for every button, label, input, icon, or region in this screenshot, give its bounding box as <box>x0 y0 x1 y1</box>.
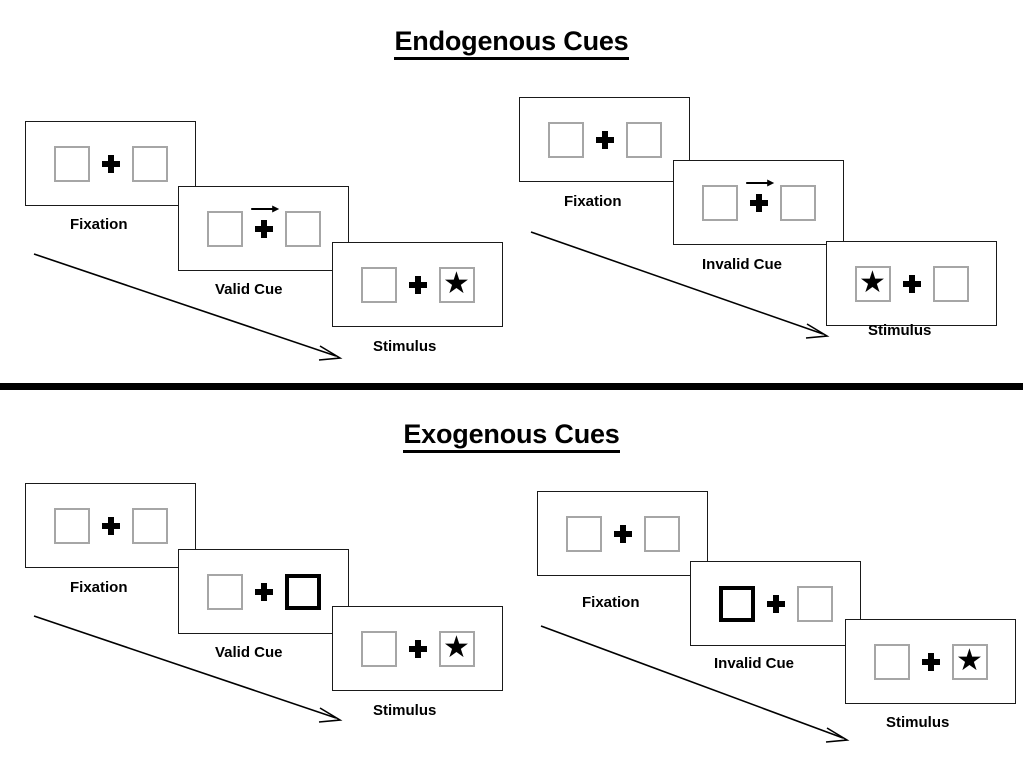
frame-endogenous-invalid-cue <box>673 160 844 245</box>
cross-icon <box>101 516 120 535</box>
right-placeholder-box: ★ <box>438 630 475 667</box>
frame-exogenous-valid-cue <box>178 549 349 634</box>
left-placeholder-box-cued <box>718 585 755 622</box>
right-arrow-icon <box>250 205 279 212</box>
cross-icon <box>902 274 921 293</box>
fixation-cross <box>90 154 132 173</box>
left-placeholder-box <box>360 630 397 667</box>
left-placeholder-box <box>547 121 584 158</box>
caption-exogenous-valid-cue: Valid Cue <box>215 644 283 661</box>
caption-exogenous-valid-stimulus: Stimulus <box>373 702 437 719</box>
right-placeholder-box <box>932 265 969 302</box>
right-placeholder-box <box>284 210 321 247</box>
fixation-cross <box>397 275 439 294</box>
cross-icon <box>408 275 427 294</box>
section-divider <box>0 383 1023 390</box>
frame-content: ★ <box>846 620 1015 703</box>
frame-content <box>26 122 195 205</box>
caption-endogenous-valid-cue: Valid Cue <box>215 281 283 298</box>
frame-exogenous-invalid-cue <box>690 561 861 646</box>
right-placeholder-box <box>796 585 833 622</box>
right-placeholder-box: ★ <box>951 643 988 680</box>
cross-icon <box>254 582 273 601</box>
frame-content <box>538 492 707 575</box>
frame-exogenous-valid-stimulus: ★ <box>332 606 503 691</box>
frame-content <box>26 484 195 567</box>
right-placeholder-box <box>625 121 662 158</box>
right-placeholder-box <box>131 145 168 182</box>
star-icon: ★ <box>859 265 886 299</box>
left-placeholder-box <box>565 515 602 552</box>
right-placeholder-box: ★ <box>438 266 475 303</box>
frame-endogenous-valid-stimulus: ★ <box>332 242 503 327</box>
left-placeholder-box <box>53 507 90 544</box>
star-icon: ★ <box>443 266 470 300</box>
caption-endogenous-valid-stimulus: Stimulus <box>373 338 437 355</box>
timeline-arrow-endogenous-valid <box>33 253 343 361</box>
caption-endogenous-invalid-fixation: Fixation <box>564 193 622 210</box>
left-placeholder-box <box>53 145 90 182</box>
frame-content <box>179 550 348 633</box>
cross-icon <box>749 193 768 212</box>
frame-content <box>520 98 689 181</box>
frame-endogenous-invalid-fixation <box>519 97 690 182</box>
frame-endogenous-invalid-stimulus: ★ <box>826 241 997 326</box>
fixation-cross <box>243 582 285 601</box>
cross-icon <box>613 524 632 543</box>
caption-endogenous-invalid-cue: Invalid Cue <box>702 256 783 273</box>
caption-endogenous-valid-fixation: Fixation <box>70 216 128 233</box>
fixation-cross-with-cue <box>243 205 285 238</box>
star-icon: ★ <box>443 630 470 664</box>
frame-exogenous-valid-fixation <box>25 483 196 568</box>
frame-content <box>674 161 843 244</box>
caption-exogenous-invalid-stimulus: Stimulus <box>886 714 950 731</box>
caption-exogenous-valid-fixation: Fixation <box>70 579 128 596</box>
fixation-cross <box>397 639 439 658</box>
fixation-cross <box>910 652 952 671</box>
right-arrow-icon <box>745 179 774 186</box>
frame-exogenous-invalid-fixation <box>537 491 708 576</box>
left-placeholder-box <box>206 210 243 247</box>
fixation-cross <box>755 594 797 613</box>
frame-content <box>179 187 348 270</box>
frame-content: ★ <box>827 242 996 325</box>
section-title-endogenous-text: Endogenous Cues <box>394 26 629 60</box>
cross-icon <box>921 652 940 671</box>
section-title-exogenous-text: Exogenous Cues <box>403 419 620 453</box>
fixation-cross-with-cue <box>738 179 780 212</box>
left-placeholder-box <box>701 184 738 221</box>
caption-exogenous-invalid-cue: Invalid Cue <box>714 655 795 672</box>
frame-endogenous-valid-fixation <box>25 121 196 206</box>
left-placeholder-box <box>873 643 910 680</box>
cross-icon <box>408 639 427 658</box>
left-placeholder-box <box>360 266 397 303</box>
frame-content <box>691 562 860 645</box>
cross-icon <box>254 219 273 238</box>
frame-content: ★ <box>333 243 502 326</box>
left-placeholder-box <box>206 573 243 610</box>
cross-icon <box>101 154 120 173</box>
right-placeholder-box <box>131 507 168 544</box>
cross-icon <box>766 594 785 613</box>
fixation-cross <box>90 516 132 535</box>
section-title-endogenous: Endogenous Cues <box>0 26 1023 60</box>
fixation-cross <box>602 524 644 543</box>
caption-endogenous-invalid-stimulus: Stimulus <box>868 322 932 339</box>
fixation-cross <box>584 130 626 149</box>
timeline-arrow-exogenous-invalid <box>540 625 850 743</box>
fixation-cross <box>891 274 933 293</box>
right-placeholder-box <box>779 184 816 221</box>
caption-exogenous-invalid-fixation: Fixation <box>582 594 640 611</box>
timeline-arrow-endogenous-invalid <box>530 231 830 339</box>
frame-content: ★ <box>333 607 502 690</box>
section-title-exogenous: Exogenous Cues <box>0 419 1023 453</box>
right-placeholder-box-cued <box>284 573 321 610</box>
frame-endogenous-valid-cue <box>178 186 349 271</box>
right-placeholder-box <box>643 515 680 552</box>
timeline-arrow-exogenous-valid <box>33 615 343 723</box>
left-placeholder-box: ★ <box>854 265 891 302</box>
star-icon: ★ <box>956 643 983 677</box>
cross-icon <box>595 130 614 149</box>
frame-exogenous-invalid-stimulus: ★ <box>845 619 1016 704</box>
